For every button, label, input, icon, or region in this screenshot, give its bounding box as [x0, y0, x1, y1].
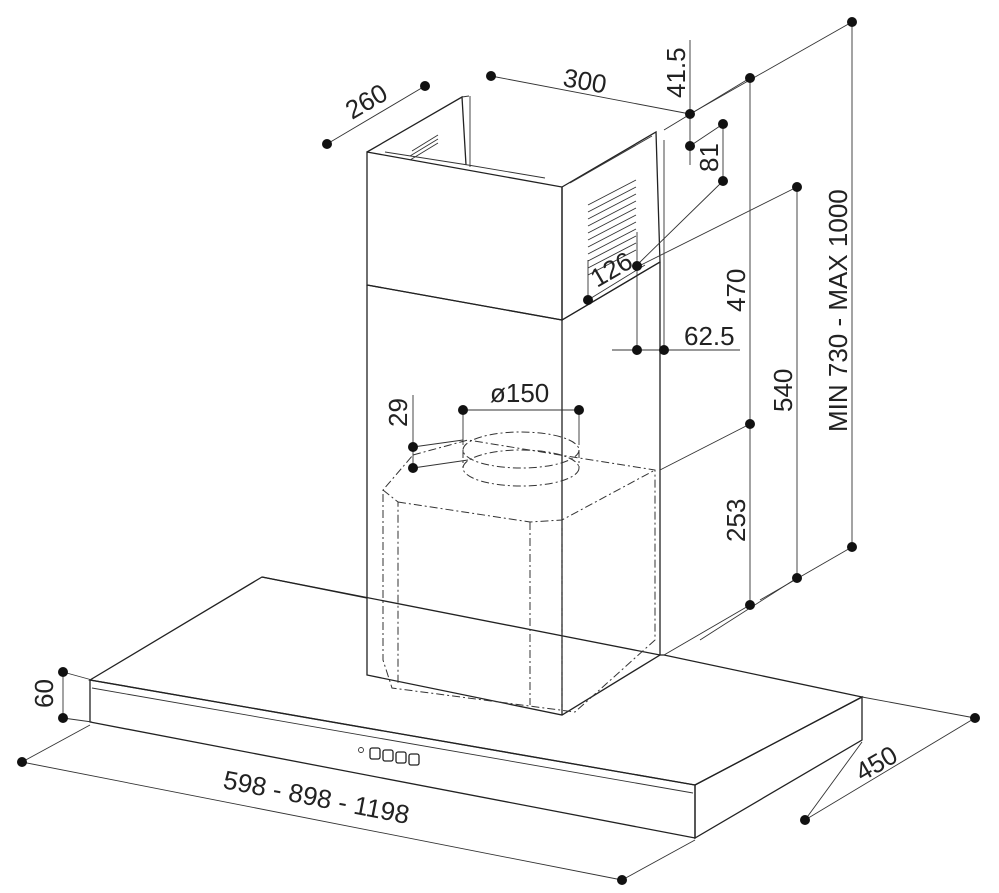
label-260: 260 — [340, 78, 393, 126]
control-button — [395, 751, 407, 764]
indicator-light-icon — [358, 747, 364, 753]
label-470: 470 — [721, 269, 751, 312]
label-41-5: 41.5 — [661, 47, 691, 98]
label-300: 300 — [561, 62, 609, 99]
label-total-height: MIN 730 - MAX 1000 — [823, 189, 853, 432]
label-60: 60 — [29, 679, 59, 708]
label-450: 450 — [850, 740, 903, 788]
control-button — [382, 749, 394, 762]
control-panel — [358, 747, 420, 766]
label-duct-diameter: ø150 — [490, 378, 549, 408]
label-253: 253 — [721, 499, 751, 542]
label-126: 126 — [585, 246, 638, 294]
label-540: 540 — [768, 369, 798, 412]
dimension-markers — [17, 17, 980, 885]
canopy — [88, 576, 864, 840]
label-29: 29 — [383, 398, 413, 427]
lower-chimney — [366, 261, 661, 716]
dimension-lines — [21, 21, 976, 881]
label-81: 81 — [694, 143, 724, 172]
label-62-5: 62.5 — [684, 321, 735, 351]
upper-chimney — [366, 95, 661, 322]
motor-housing — [382, 431, 656, 713]
control-button — [369, 747, 381, 760]
vent-grille — [409, 134, 637, 276]
control-button — [408, 753, 420, 766]
